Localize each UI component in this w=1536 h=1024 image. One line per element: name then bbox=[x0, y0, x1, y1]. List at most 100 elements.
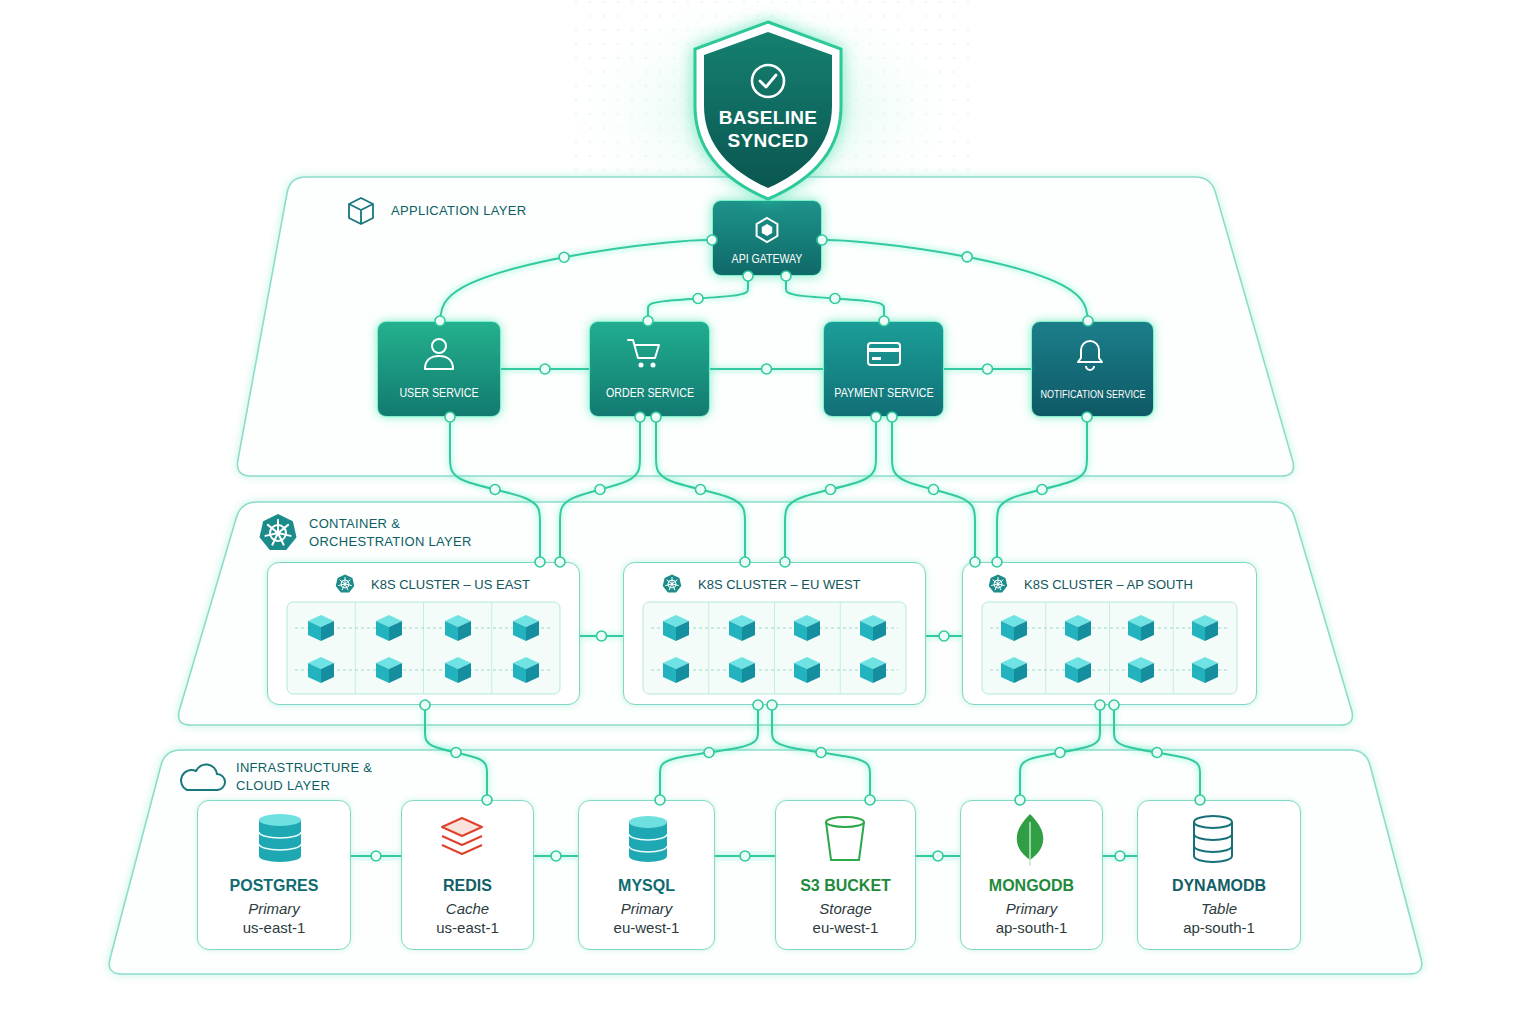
connector-dot bbox=[879, 316, 889, 326]
layer-cube-icon bbox=[349, 198, 373, 224]
connector-dot bbox=[780, 557, 790, 567]
datastore-box: MONGODBPrimaryap-south-1 bbox=[960, 800, 1103, 950]
gateway-box: API GATEWAY bbox=[712, 200, 822, 276]
connector-dot bbox=[933, 851, 943, 861]
user-icon-head bbox=[432, 339, 446, 353]
connector-dot bbox=[1082, 412, 1092, 422]
pod-cube bbox=[1192, 657, 1218, 683]
cart-wheel bbox=[639, 363, 644, 368]
connector-line bbox=[656, 417, 745, 562]
connector-dot bbox=[540, 364, 550, 374]
pod-cube bbox=[663, 657, 689, 683]
connector-dot bbox=[707, 235, 717, 245]
connector-dot bbox=[693, 294, 703, 304]
cluster-label: K8S CLUSTER – US EAST bbox=[371, 577, 530, 594]
connector-line bbox=[351, 855, 401, 857]
connector-line bbox=[822, 240, 1088, 321]
gateway-icon-core bbox=[762, 224, 772, 236]
connector-dot bbox=[1109, 700, 1119, 710]
connector-line bbox=[715, 855, 775, 857]
connector-dot bbox=[865, 795, 875, 805]
connector-dot bbox=[1055, 748, 1065, 758]
node-pool-frame bbox=[982, 602, 1237, 694]
datastore-name: S3 BUCKET bbox=[776, 877, 915, 895]
service-label: PAYMENT SERVICE bbox=[834, 385, 933, 402]
connector-dot bbox=[1037, 485, 1047, 495]
connector-line bbox=[580, 635, 623, 637]
pod-cube bbox=[1065, 615, 1091, 641]
connector-dot bbox=[555, 557, 565, 567]
pod-cube bbox=[1128, 615, 1154, 641]
connector-line bbox=[501, 368, 589, 370]
connector-dot bbox=[704, 748, 714, 758]
pod-cube bbox=[794, 615, 820, 641]
connector-dot bbox=[1115, 851, 1125, 861]
datastore-name: POSTGRES bbox=[198, 877, 350, 895]
connector-dot bbox=[962, 252, 972, 262]
datastore-name: MONGODB bbox=[961, 877, 1102, 895]
layer-outline-path bbox=[179, 502, 1353, 725]
connector-dot bbox=[826, 485, 836, 495]
pod-cube bbox=[445, 615, 471, 641]
pod-cube bbox=[445, 657, 471, 683]
pod-cube bbox=[1128, 657, 1154, 683]
connector-dot bbox=[420, 700, 430, 710]
user-icon-body bbox=[425, 356, 453, 369]
datastore-kind: Primary bbox=[198, 900, 350, 918]
connector-dot bbox=[740, 557, 750, 567]
database-icon bbox=[259, 820, 301, 862]
connector-line bbox=[1103, 855, 1137, 857]
connector-dot bbox=[887, 412, 897, 422]
gateway-icon bbox=[757, 218, 778, 242]
datastore-kind: Storage bbox=[776, 900, 915, 918]
table-icon-top bbox=[1194, 816, 1232, 828]
connector-dot bbox=[781, 271, 791, 281]
connector-dot bbox=[535, 557, 545, 567]
layer-heading: CONTAINER & ORCHESTRATION LAYER bbox=[309, 515, 477, 551]
connector-dot bbox=[445, 412, 455, 422]
check-circle bbox=[752, 65, 784, 97]
connector-dot bbox=[816, 748, 826, 758]
kubernetes-icon bbox=[663, 575, 682, 593]
cluster-box: K8S CLUSTER – AP SOUTH bbox=[962, 562, 1257, 705]
connector-line bbox=[892, 417, 975, 562]
layer-heading: INFRASTRUCTURE & CLOUD LAYER bbox=[236, 759, 386, 795]
layer-outline-path bbox=[109, 750, 1422, 974]
datastore-kind: Primary bbox=[579, 900, 714, 918]
datastore-box: DYNAMODBTableap-south-1 bbox=[1137, 800, 1301, 950]
card-chip bbox=[872, 357, 881, 360]
connector-line bbox=[772, 705, 870, 800]
connector-line bbox=[425, 705, 487, 800]
datastore-region: ap-south-1 bbox=[961, 919, 1102, 937]
connector-dot bbox=[1152, 748, 1162, 758]
datastore-box: S3 BUCKET Storageeu-west-1 bbox=[775, 800, 916, 950]
layer-band: INFRASTRUCTURE & CLOUD LAYER POSTGRES Prim… bbox=[104, 748, 1427, 976]
datastore-name: DYNAMODB bbox=[1138, 877, 1300, 895]
connector-line bbox=[660, 705, 758, 800]
datastore-kind: Cache bbox=[402, 900, 533, 918]
service-box: PAYMENT SERVICE bbox=[823, 321, 944, 417]
pod-link bbox=[295, 628, 1229, 670]
bucket-icon bbox=[826, 822, 864, 860]
datastore-region: eu-west-1 bbox=[776, 919, 915, 937]
connector-line bbox=[786, 276, 884, 321]
connector-dot bbox=[696, 485, 706, 495]
connector-dot bbox=[939, 631, 949, 641]
datastore-region: ap-south-1 bbox=[1138, 919, 1300, 937]
connector-dot bbox=[1195, 795, 1205, 805]
gateway-label: API GATEWAY bbox=[732, 252, 803, 268]
pod-cube bbox=[729, 615, 755, 641]
pod-cube bbox=[376, 615, 402, 641]
connector-dot bbox=[435, 316, 445, 326]
badge-label: BASELINE SYNCED bbox=[710, 106, 826, 152]
connector-dot bbox=[983, 364, 993, 374]
connector-dot bbox=[740, 851, 750, 861]
pod-cube bbox=[860, 657, 886, 683]
datastore-region: eu-west-1 bbox=[579, 919, 714, 937]
connector-dot bbox=[753, 700, 763, 710]
cache-icon-layers bbox=[442, 836, 482, 854]
pod-cube bbox=[308, 615, 334, 641]
connector-line bbox=[997, 417, 1087, 562]
database-icon-rings bbox=[259, 832, 301, 850]
connector-line bbox=[944, 368, 1031, 370]
